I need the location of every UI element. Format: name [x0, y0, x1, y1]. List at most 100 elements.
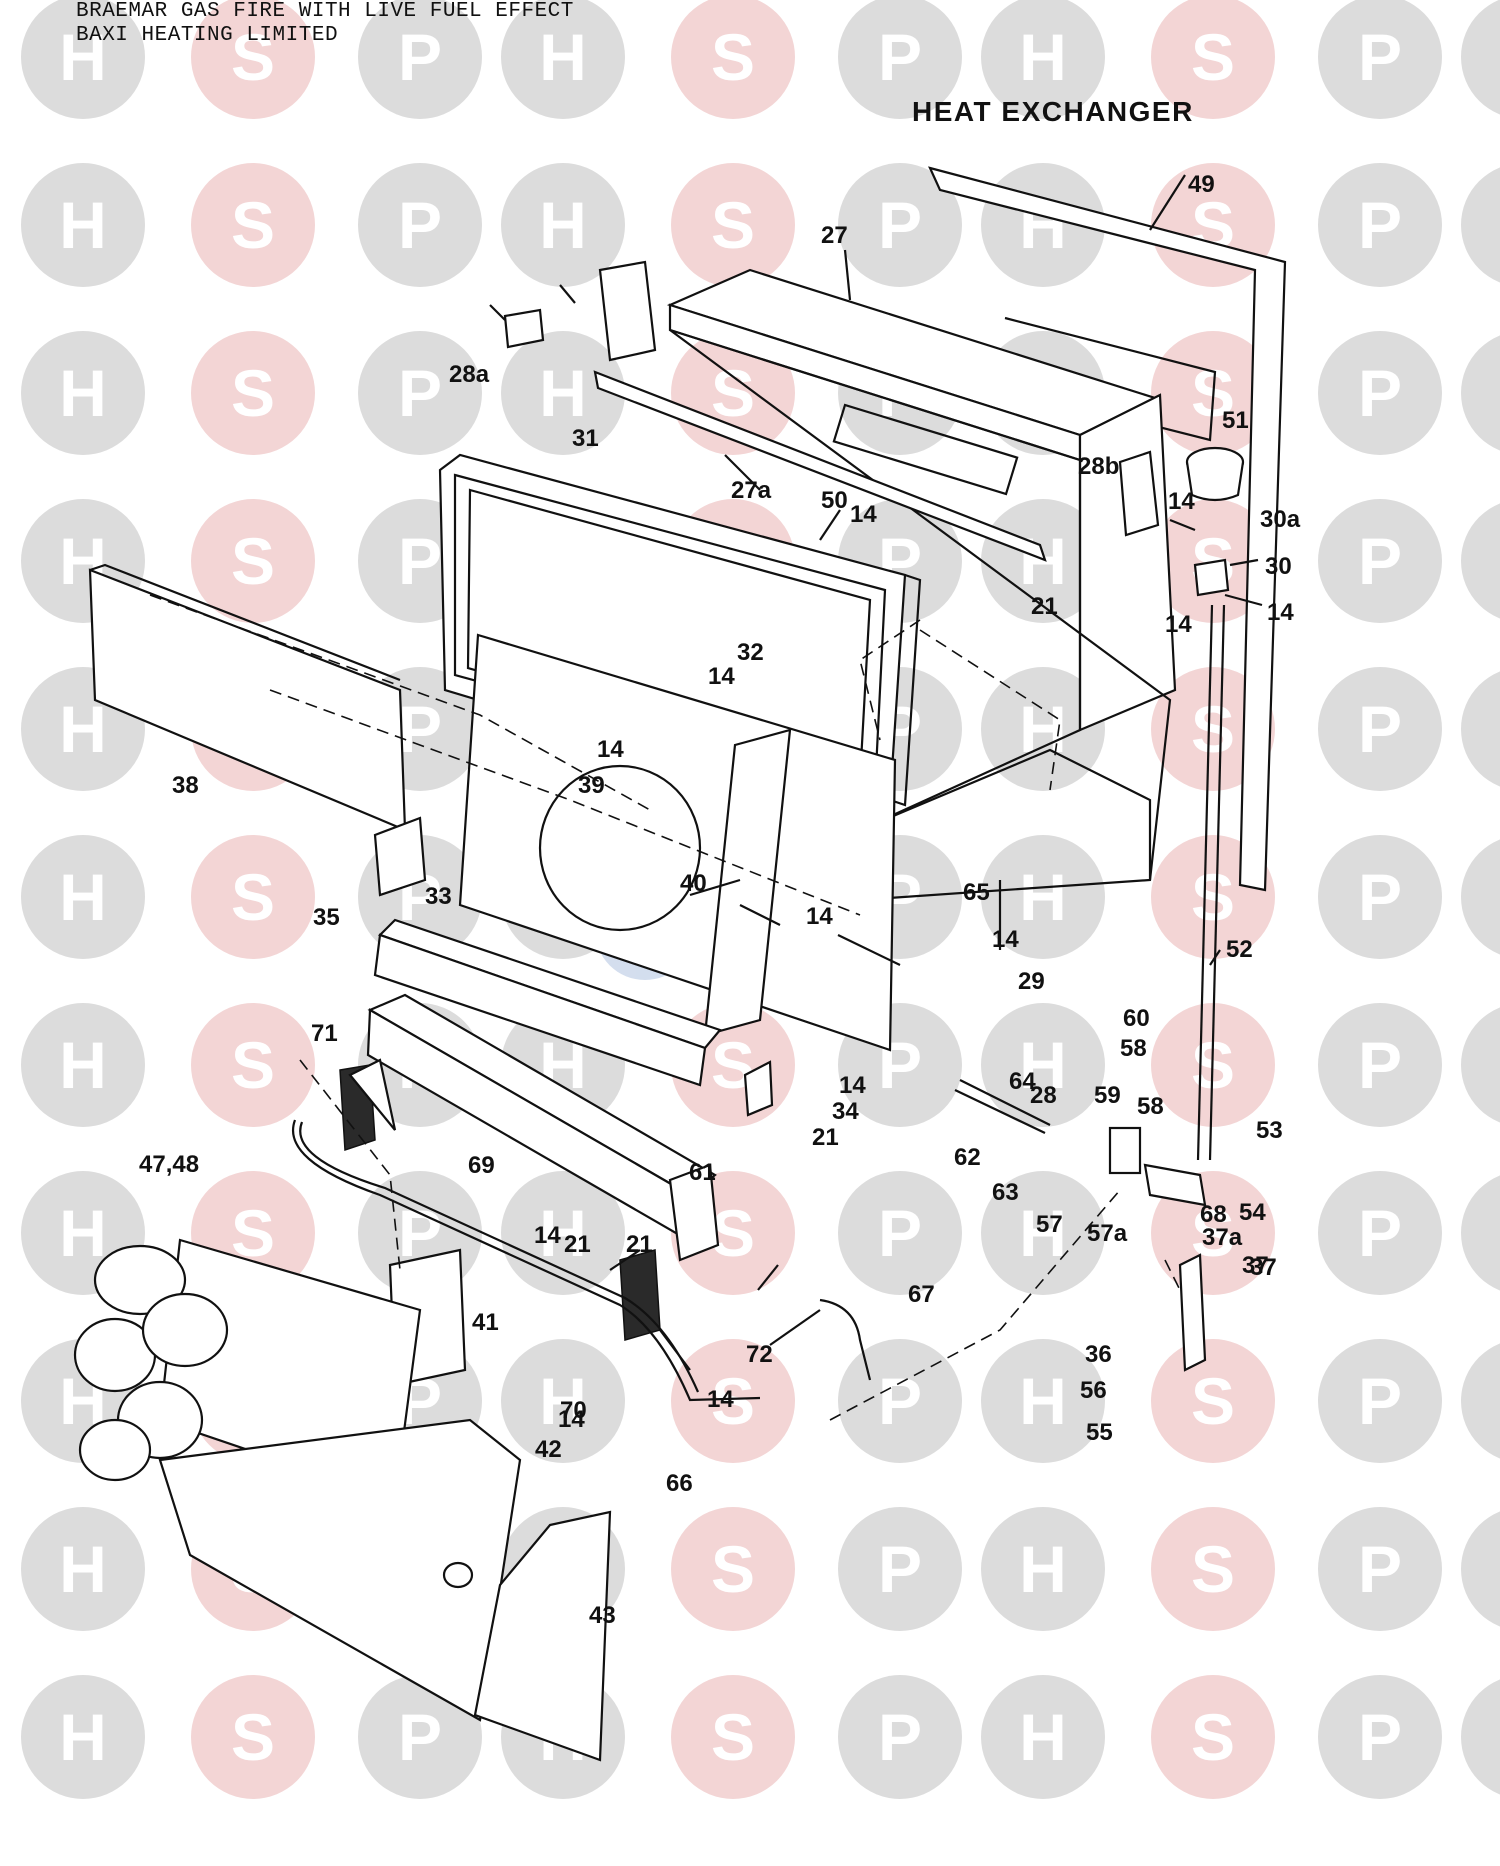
- watermark-circle: [358, 1675, 482, 1799]
- watermark-letter: H: [539, 1196, 587, 1270]
- watermark-circle: [191, 1003, 315, 1127]
- section-title: HEAT EXCHANGER: [912, 96, 1194, 127]
- part-label-30: 30: [1265, 553, 1292, 580]
- part-label-68: 68: [1200, 1201, 1227, 1228]
- watermark-circle: [981, 1675, 1105, 1799]
- watermark-letter: H: [539, 1364, 587, 1438]
- part-label-28b: 28b: [1078, 453, 1119, 480]
- watermark-letter: S: [231, 1028, 275, 1102]
- watermark-circle: [21, 1675, 145, 1799]
- part-label-53: 53: [1256, 1117, 1283, 1144]
- watermark-letter: S: [711, 1532, 755, 1606]
- watermark-letter: H: [1019, 860, 1067, 934]
- watermark-letter: P: [1358, 860, 1402, 934]
- watermark-circle: [1318, 835, 1442, 959]
- leader-line: [819, 509, 841, 541]
- watermark-circle: [1151, 0, 1275, 119]
- watermark-circle: [1318, 331, 1442, 455]
- watermark-circle: [981, 1003, 1105, 1127]
- watermark-circle: [838, 1507, 962, 1631]
- watermark-letter: H: [59, 1700, 107, 1774]
- watermark-letter: H: [1019, 1700, 1067, 1774]
- watermark-circle: [1461, 0, 1500, 115]
- part-label-14: 14: [708, 663, 735, 690]
- watermark-circle: [1461, 167, 1500, 283]
- watermark-letter: H: [59, 1532, 107, 1606]
- part-66-pipe-shape: [292, 1119, 761, 1402]
- watermark-letter: H: [59, 1028, 107, 1102]
- watermark-letter: P: [1358, 1196, 1402, 1270]
- part-49-rear-panel-shape: [928, 166, 1287, 892]
- diagram-header-line-2: BAXI HEATING LIMITED: [76, 24, 339, 47]
- watermark-circle: [501, 1339, 625, 1463]
- watermark-letter: S: [231, 20, 275, 94]
- watermark-circle: [1318, 1507, 1442, 1631]
- watermark-circle: [838, 163, 962, 287]
- watermark-circle: [21, 1003, 145, 1127]
- watermark-letter: S: [711, 1196, 755, 1270]
- watermark-letter: S: [711, 20, 755, 94]
- watermark-letter: P: [878, 1700, 922, 1774]
- watermark-letter: P: [878, 1196, 922, 1270]
- part-label-14: 14: [707, 1386, 734, 1413]
- part-43-front-fret-shape: [473, 1510, 612, 1762]
- part-28b-bracket-shape: [1118, 450, 1160, 537]
- part-label-14: 14: [806, 903, 833, 930]
- part-label-21: 21: [1031, 593, 1058, 620]
- watermark-circle: [501, 163, 625, 287]
- watermark-letter: S: [711, 188, 755, 262]
- watermark-letter: H: [1019, 1532, 1067, 1606]
- watermark-letter: S: [231, 188, 275, 262]
- watermark-circle: [1461, 1175, 1500, 1291]
- watermark-circle: [671, 163, 795, 287]
- leader-line: [739, 904, 781, 926]
- watermark-letter: H: [59, 860, 107, 934]
- watermark-letter: P: [1358, 1700, 1402, 1774]
- watermark-letter: P: [398, 692, 442, 766]
- watermark-circle: [1151, 1339, 1275, 1463]
- part-label-21: 21: [812, 1124, 839, 1151]
- diagram-header-line-1: BRAEMAR GAS FIRE WITH LIVE FUEL EFFECT: [76, 0, 574, 23]
- watermark-circle: [1461, 335, 1500, 451]
- watermark-letter: P: [878, 1364, 922, 1438]
- watermark-circle: [21, 1507, 145, 1631]
- watermark-circle: [1461, 839, 1500, 955]
- watermark-letter: S: [231, 860, 275, 934]
- watermark-circle: [358, 0, 482, 119]
- watermark-circle: [1318, 499, 1442, 623]
- leader-line: [1169, 518, 1196, 532]
- watermark-letter: H: [59, 356, 107, 430]
- watermark-letter: S: [1191, 1364, 1235, 1438]
- part-label-57: 57: [1036, 1211, 1063, 1238]
- watermark-letter: P: [1358, 1028, 1402, 1102]
- watermark-letter: P: [1358, 20, 1402, 94]
- part-label-28a: 28a: [449, 361, 490, 388]
- part-label-70: 70: [560, 1397, 587, 1424]
- part-label-37a: 37a: [1202, 1224, 1243, 1251]
- part-label-27: 27: [821, 222, 848, 249]
- watermark-circle: [21, 0, 145, 119]
- watermark-circle: [1318, 1339, 1442, 1463]
- watermark-circle: [671, 1675, 795, 1799]
- part-label-69: 69: [468, 1152, 495, 1179]
- watermark-circle: [191, 331, 315, 455]
- watermark-letter: P: [1358, 1364, 1402, 1438]
- part-label-41: 41: [472, 1309, 499, 1336]
- watermark-letter: P: [398, 188, 442, 262]
- watermark-letter: P: [1358, 692, 1402, 766]
- part-label-21: 21: [564, 1231, 591, 1258]
- watermark-circle: [358, 331, 482, 455]
- watermark-letter: H: [59, 692, 107, 766]
- part-label-14: 14: [597, 736, 624, 763]
- part-label-37: 37: [1242, 1252, 1269, 1279]
- part-label-14: 14: [839, 1072, 866, 1099]
- watermark-letter: P: [398, 524, 442, 598]
- watermark-circle: [191, 1675, 315, 1799]
- part-33-bracket-shape: [373, 816, 427, 897]
- watermark-circle: [1151, 1675, 1275, 1799]
- watermark-letter: P: [878, 188, 922, 262]
- watermark-letter: S: [1191, 1700, 1235, 1774]
- watermark-letter: S: [711, 356, 755, 430]
